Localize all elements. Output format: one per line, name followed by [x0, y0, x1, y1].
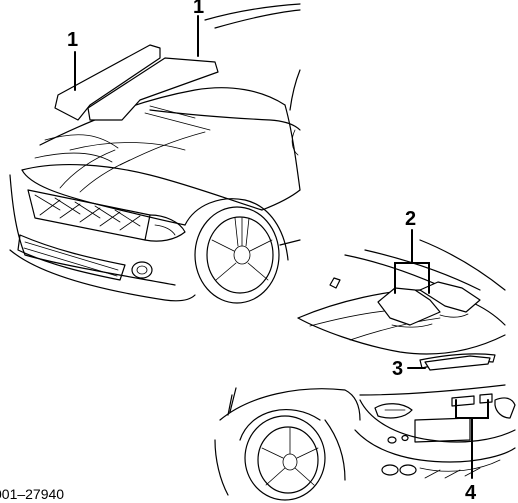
spoiler-stripe-decal — [424, 355, 491, 371]
decklid-stripe-left — [377, 287, 441, 326]
front-hood-stripe-decals — [34, 44, 219, 193]
callout-4-label: 4 — [465, 482, 477, 503]
diagram-reference-number: 001–27940 — [0, 486, 64, 502]
front-car-illustration — [9, 3, 301, 304]
rear-car-illustration — [214, 239, 516, 501]
rear-fascia-stripe-decals — [451, 393, 493, 407]
callout-1b-label: 1 — [193, 0, 204, 18]
fascia-stripe-right — [479, 393, 493, 404]
fascia-stripe-left — [451, 395, 475, 407]
rear-decklid-stripe-decals — [377, 281, 481, 328]
hood-stripe-left — [54, 44, 161, 121]
callout-2-label: 2 — [405, 208, 416, 230]
hood-stripe-right — [87, 57, 219, 121]
callout-1a-label: 1 — [67, 29, 78, 51]
decklid-stripe-right — [419, 281, 481, 313]
callout-3-label: 3 — [392, 358, 403, 380]
